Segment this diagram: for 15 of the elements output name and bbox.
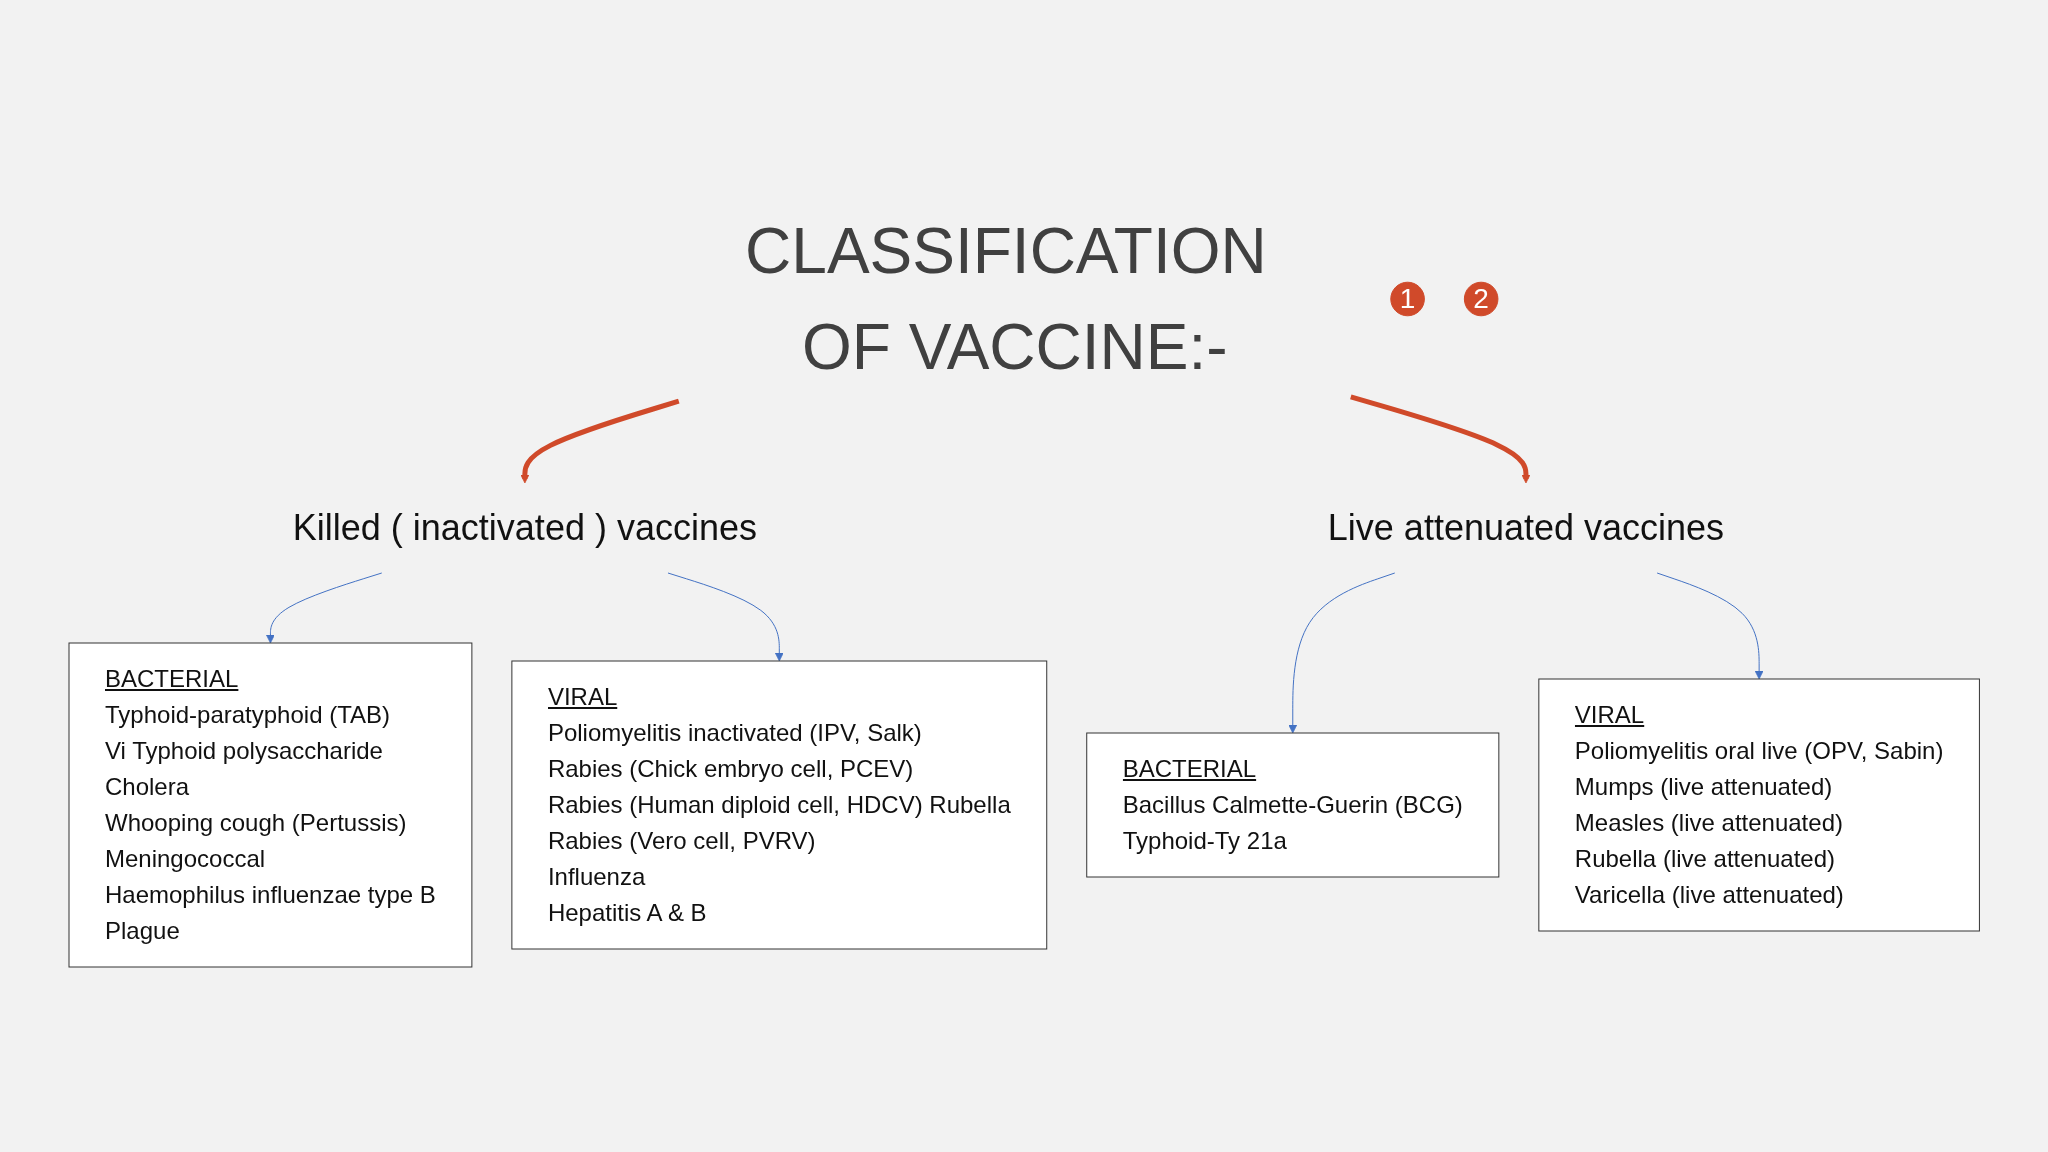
arrow [520,398,680,484]
node-box: VIRAL Poliomyelitis inactivated (IPV, Salk) Rabies (Chick embryo cell, PCEV) Rabies (Human diploid cell, HDCV) Rubella Rabies (Vero cell, PVRV) Influenza Hepatitis A & B [511,660,1047,950]
arrow [265,572,383,644]
arrow [1656,572,1764,680]
arrow [667,572,784,662]
node-circle: 2 [1463,281,1499,317]
node-text: Killed ( inactivated ) vaccines [292,507,757,548]
node-box: BACTERIAL Bacillus Calmette-Guerin (BCG) Typhoid-Ty 21a [1086,732,1500,878]
node-circle: 1 [1390,281,1425,317]
node-box: VIRAL Poliomyelitis oral live (OPV, Sabin) Mumps (live attenuated) Measles (live attenuated) Rubella (live attenuated) Varicella (live attenuated) [1538,678,1980,932]
node-box: BACTERIAL Typhoid-paratyphoid (TAB) Vi Typhoid polysaccharide Cholera Whooping cough (Pertussis) Meningococcal Haemophilus influenzae type B Plague [68,642,473,968]
arrow [1349,394,1531,484]
arrow [1288,572,1396,734]
node-text: Live attenuated vaccines [1327,507,1724,548]
node-text: CLASSIFICATION OF VACCINE:- [744,215,1267,383]
